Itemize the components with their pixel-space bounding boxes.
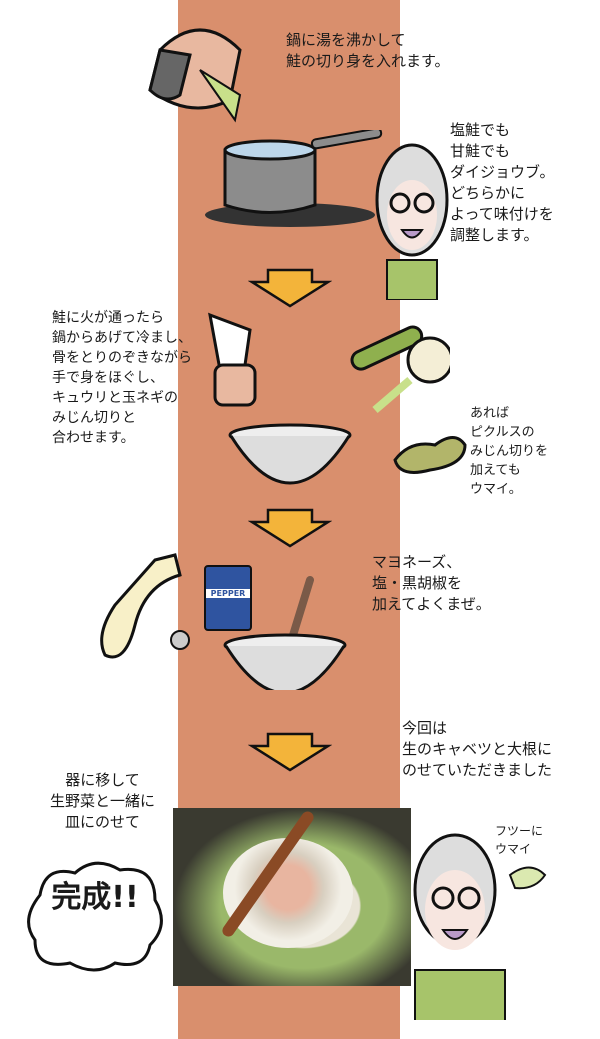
cucumber-onion-illustration (350, 325, 450, 414)
down-arrow-icon (248, 508, 332, 548)
text-line: 鍋からあげて冷まし、 (52, 330, 192, 346)
text-line: みじん切りを (470, 444, 549, 459)
done-cloud-bubble (27, 861, 163, 972)
text-line: キュウリと玉ネギの (52, 390, 178, 406)
done-text: 完成!! (51, 880, 139, 915)
text-line: 甘鮭でも (450, 142, 511, 160)
pepper-shaker-illustration: PEPPER (204, 565, 252, 631)
text-line: 鍋に湯を沸かして (286, 31, 406, 49)
serve-note-text: 今回は 生のキャベツと大根に のせていただきました (402, 718, 552, 781)
step-flake-text: 鮭に火が通ったら 鍋からあげて冷まし、 骨をとりのぞきながら 手で身をほぐし、 … (52, 308, 192, 448)
text-line: 調整します。 (450, 226, 539, 244)
text-line: どちらかに (450, 184, 526, 202)
down-arrow-icon (248, 732, 332, 772)
salmon-note-text: 塩鮭でも 甘鮭でも ダイジョウブ。 どちらかに よって味付けを 調整します。 (450, 120, 555, 246)
text-line: 塩・黒胡椒を (372, 574, 463, 592)
text-line: 生のキャベツと大根に (402, 740, 553, 758)
step-mix-text: マヨネーズ、 塩・黒胡椒を 加えてよくまぜ。 (372, 552, 491, 615)
mayonnaise-bottle-illustration (100, 553, 190, 659)
person-eating-illustration (413, 833, 547, 1020)
text-line: 骨をとりのぞきながら (52, 350, 192, 366)
text-line: のせていただきました (402, 761, 553, 779)
text-line: 鮭の切り身を入れます。 (286, 52, 450, 70)
text-line: ダイジョウブ。 (450, 163, 555, 181)
pickle-illustration (393, 436, 467, 474)
taste-note-text: フツーに ウマイ (495, 822, 543, 858)
text-line: あれば (470, 406, 510, 421)
mixing-bowl-illustration (223, 576, 347, 690)
text-line: 今回は (402, 719, 448, 737)
step-plate-text: 器に移して 生野菜と一緒に 皿にのせて (50, 770, 155, 833)
text-line: ピクルスの (470, 425, 535, 440)
text-line: 加えても (470, 463, 521, 478)
text-line: 生野菜と一緒に (50, 792, 156, 810)
salad-bowl-photo (223, 838, 353, 948)
text-line: フツーに (495, 824, 544, 838)
step-boil-text: 鍋に湯を沸かして 鮭の切り身を入れます。 (286, 30, 450, 72)
text-line: よって味付けを (450, 205, 554, 223)
text-line: 加えてよくまぜ。 (372, 595, 491, 613)
text-line: 皿にのせて (65, 813, 141, 831)
bowl-illustration (228, 423, 352, 485)
text-line: 手で身をほぐし、 (52, 370, 164, 386)
person-glasses-illustration (375, 143, 449, 300)
pot-on-stove-illustration (205, 130, 383, 227)
pickles-note-text: あれば ピクルスの みじん切りを 加えても ウマイ。 (470, 404, 548, 499)
down-arrow-icon (248, 268, 332, 308)
text-line: みじん切りと (52, 410, 136, 426)
hand-flaking-salmon-illustration (208, 312, 257, 407)
text-line: ウマイ。 (470, 482, 522, 497)
finished-dish-photo (173, 808, 411, 986)
text-line: 塩鮭でも (450, 121, 511, 139)
pepper-label: PEPPER (206, 589, 250, 598)
text-line: 鮭に火が通ったら (52, 310, 164, 326)
text-line: 合わせます。 (52, 430, 135, 446)
text-line: ウマイ (495, 842, 532, 856)
salmon-fillet-illustration (148, 28, 242, 123)
text-line: 器に移して (65, 771, 140, 789)
text-line: マヨネーズ、 (372, 553, 462, 571)
